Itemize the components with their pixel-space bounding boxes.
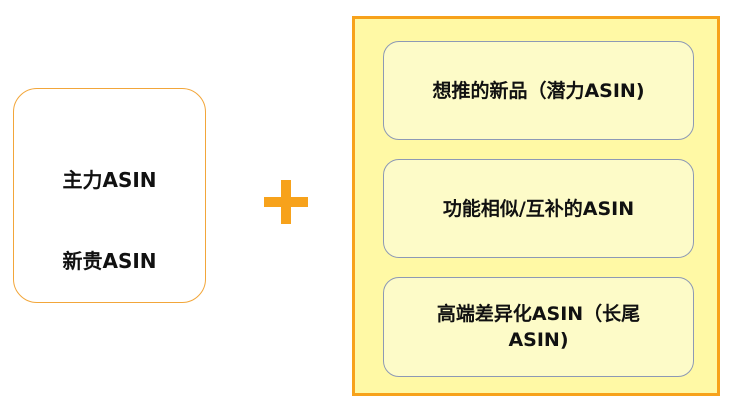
premium-longtail-asin-label: 高端差异化ASIN（长尾ASIN) — [436, 303, 641, 351]
current-asin-group: 主力ASIN 新贵ASIN — [13, 88, 206, 303]
similar-complementary-asin-label: 功能相似/互补的ASIN — [442, 197, 635, 220]
premium-longtail-asin-box: 高端差异化ASIN（长尾ASIN) — [383, 277, 694, 377]
main-asin-label: 主力ASIN — [62, 168, 157, 192]
plus-icon — [264, 180, 308, 224]
new-product-asin-label: 想推的新品（潜力ASIN) — [432, 79, 645, 102]
recommended-asin-panel: 想推的新品（潜力ASIN) 功能相似/互补的ASIN 高端差异化ASIN（长尾A… — [352, 16, 720, 396]
similar-complementary-asin-box: 功能相似/互补的ASIN — [383, 159, 694, 258]
rising-asin-label: 新贵ASIN — [62, 249, 157, 273]
new-product-asin-box: 想推的新品（潜力ASIN) — [383, 41, 694, 140]
